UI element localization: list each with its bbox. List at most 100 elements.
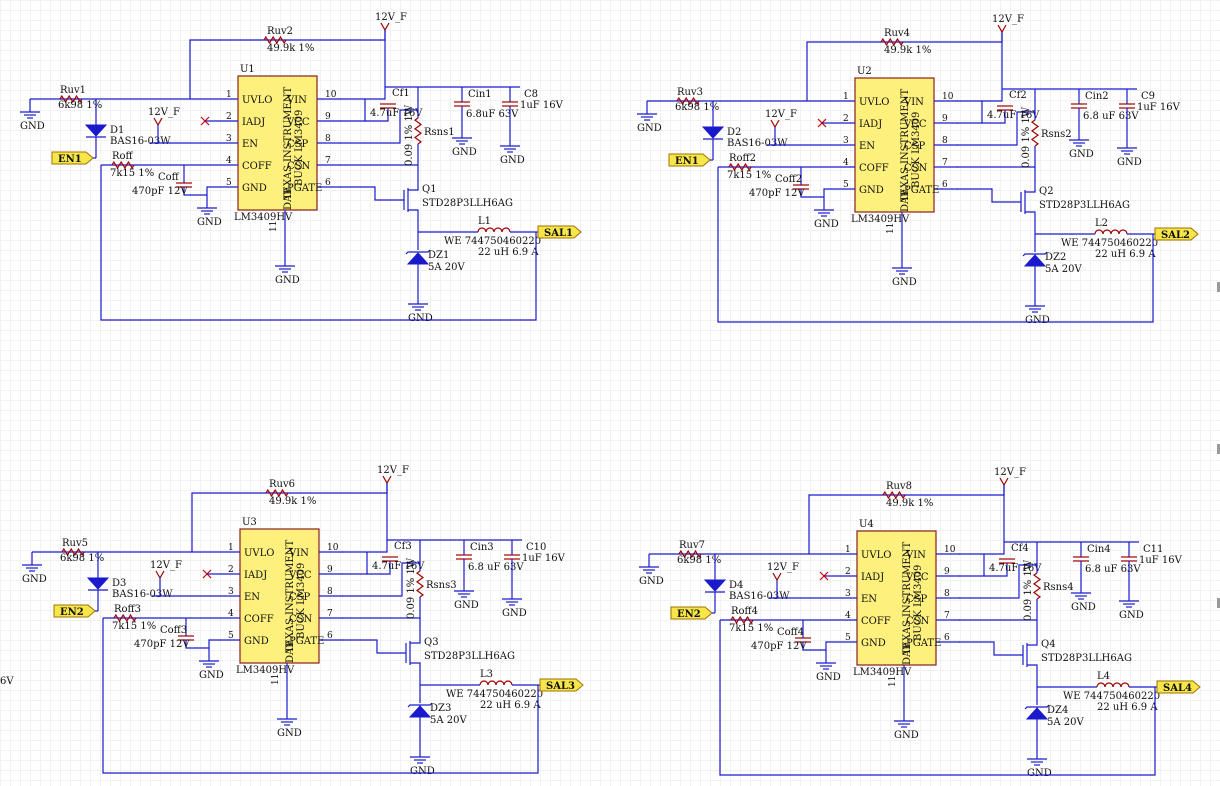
rsns-designator: Rsns2 bbox=[1041, 129, 1072, 140]
ic-designator: U3 bbox=[242, 517, 257, 528]
ic-pin-name: CSN bbox=[904, 163, 928, 174]
inductor-coil bbox=[1096, 682, 1106, 688]
ic-pin-name: PGATE bbox=[904, 185, 939, 196]
ic-pin-number: 9 bbox=[325, 112, 331, 122]
mosfet-source bbox=[1027, 620, 1038, 646]
ic-pin-number: 2 bbox=[843, 114, 849, 124]
ic-pin-name: EN bbox=[859, 141, 875, 152]
ruv-top-resistor bbox=[882, 490, 906, 500]
ground-symbol: GND bbox=[20, 104, 45, 132]
wire bbox=[365, 108, 389, 122]
c-designator: C11 bbox=[1143, 544, 1163, 555]
ic-pin-number: 9 bbox=[944, 567, 950, 577]
ic-pin-number: 6 bbox=[325, 178, 331, 188]
cin-designator: Cin3 bbox=[470, 542, 494, 553]
supply-symbol: 12V_F bbox=[377, 465, 409, 485]
diode-designator: D3 bbox=[112, 578, 126, 589]
ic-pin-number: 11 bbox=[886, 223, 896, 234]
diode-designator: D1 bbox=[110, 125, 124, 136]
mosfet-source bbox=[410, 618, 421, 644]
cin-value: 6.8 uF 63V bbox=[468, 562, 524, 573]
ic-pin-number: 9 bbox=[942, 114, 948, 124]
net-tag-shape bbox=[668, 153, 711, 167]
ruv-top-value: 49.9k 1% bbox=[886, 498, 933, 509]
ic-pin-number: 7 bbox=[944, 611, 950, 621]
rsns-value: 0.09 1% 1W bbox=[404, 104, 415, 166]
wire bbox=[342, 552, 368, 575]
roff-designator: Roff3 bbox=[114, 604, 141, 615]
ruv-bot-resistor bbox=[59, 94, 83, 104]
coff-designator: Coff bbox=[158, 172, 180, 183]
diode-symbol bbox=[701, 126, 725, 140]
dz-value: 5A 20V bbox=[1045, 264, 1082, 275]
ic-pin-number: 3 bbox=[843, 136, 849, 146]
net-tag-label: EN1 bbox=[675, 156, 699, 167]
supply-arrow bbox=[772, 572, 782, 582]
diode-body bbox=[86, 577, 110, 590]
wire bbox=[340, 99, 366, 122]
mosfet-source bbox=[408, 165, 419, 191]
ground-label: GND bbox=[410, 766, 435, 777]
diode-designator: D4 bbox=[729, 580, 743, 591]
zener-bar bbox=[1022, 251, 1048, 257]
ground-label: GND bbox=[814, 219, 839, 230]
ic-pin-name: VCC bbox=[288, 570, 312, 581]
roff-designator: Roff4 bbox=[731, 606, 758, 617]
ic-pin-name: EN bbox=[861, 594, 877, 605]
inductor-coil bbox=[487, 680, 497, 686]
ground-label: GND bbox=[500, 155, 525, 166]
ic-dap-label: DAP bbox=[902, 643, 913, 665]
rsns-value: 0.09 1% 1W bbox=[1021, 106, 1032, 168]
diode-body bbox=[701, 126, 725, 139]
enable-net-tag: EN2 bbox=[670, 606, 713, 620]
ic-part-number: LM3409HV bbox=[234, 212, 293, 223]
wire bbox=[802, 641, 833, 651]
q-part: STD28P3LLH6AG bbox=[424, 651, 515, 662]
ic-pin-name: UVLO bbox=[859, 97, 890, 108]
l-part: WE 744750460220 bbox=[1063, 691, 1160, 702]
ic-pin-name: VIN bbox=[286, 95, 307, 106]
cf-value: 4.7uF 16V bbox=[989, 563, 1042, 574]
rsns-designator: Rsns4 bbox=[1043, 582, 1074, 593]
vin-wire bbox=[957, 32, 1003, 102]
wire bbox=[984, 563, 1008, 577]
ic-part-number: LM3409HV bbox=[851, 214, 910, 225]
ic-brand-line2: BUCK LM3409 bbox=[913, 565, 924, 641]
dz-value: 5A 20V bbox=[1047, 717, 1084, 728]
ic-pin-name: COFF bbox=[242, 161, 272, 172]
c-value: 1uF 16V bbox=[522, 553, 566, 564]
supply-arrow bbox=[770, 119, 780, 129]
ic-pin-number: 8 bbox=[942, 136, 948, 146]
ruv-bot-value: 6k98 1% bbox=[58, 100, 102, 111]
q-part: STD28P3LLH6AG bbox=[1039, 200, 1130, 211]
ic-pin-number: 9 bbox=[327, 565, 333, 575]
l-part: WE 744750460220 bbox=[444, 236, 541, 247]
inductor-coil bbox=[493, 227, 503, 233]
wire bbox=[800, 188, 831, 198]
cf-designator: Cf4 bbox=[1011, 543, 1029, 554]
ic-pin-name: PGATE bbox=[289, 636, 324, 647]
mosfet-symbol bbox=[1020, 167, 1036, 234]
ground-label: GND bbox=[275, 275, 300, 286]
dz-value: 5A 20V bbox=[430, 715, 467, 726]
zener-bar bbox=[1024, 704, 1050, 710]
csp-wire bbox=[957, 111, 1035, 146]
ground-label: GND bbox=[1119, 610, 1144, 621]
c-capacitor bbox=[1119, 103, 1135, 109]
ic-pin-name: EN bbox=[242, 139, 258, 150]
q-designator: Q2 bbox=[1039, 186, 1054, 197]
ic-pin-number: 5 bbox=[226, 178, 232, 188]
ic-dap-label: DAP bbox=[900, 190, 911, 212]
ground-symbol: GND bbox=[639, 559, 664, 587]
csp-wire bbox=[959, 564, 1037, 599]
ic-pin-name: CSP bbox=[906, 594, 928, 605]
ic-designator: U2 bbox=[857, 66, 872, 77]
ic-pin-number: 7 bbox=[942, 158, 948, 168]
return-loop bbox=[100, 165, 537, 321]
ic-pin-name: CSN bbox=[906, 616, 930, 627]
ground-symbol: GND bbox=[275, 258, 300, 286]
ic-pin-number: 7 bbox=[325, 156, 331, 166]
ic-pin-number: 3 bbox=[228, 587, 234, 597]
